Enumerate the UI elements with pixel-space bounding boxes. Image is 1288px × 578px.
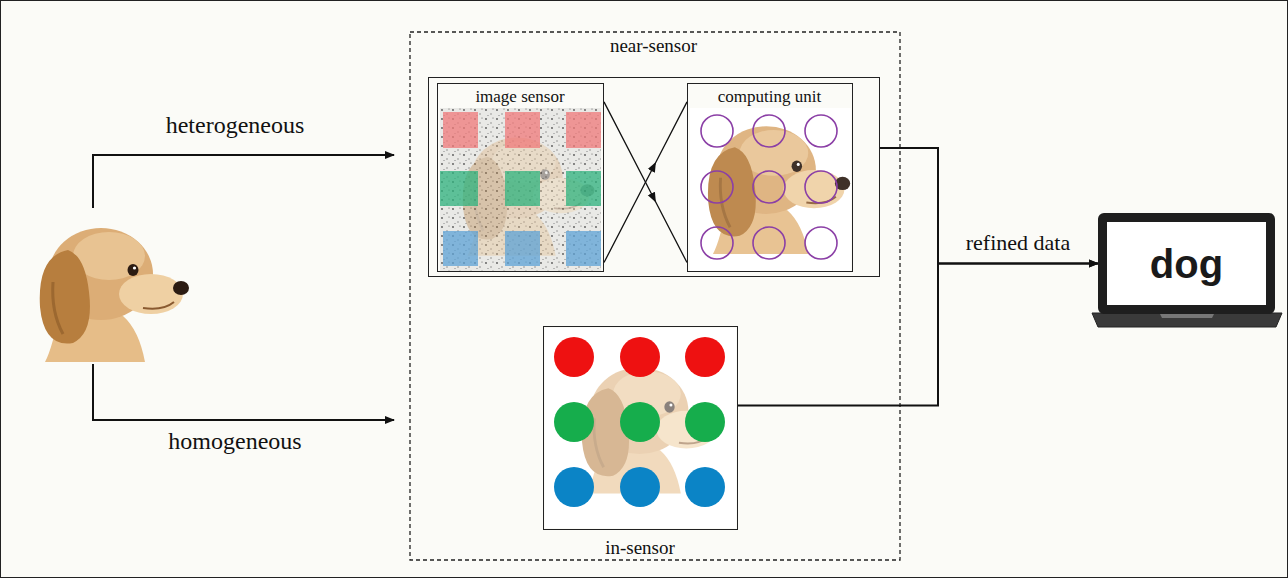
arrow-label: homogeneous — [168, 428, 301, 456]
dashed-region — [410, 32, 900, 560]
in-sensor-image — [545, 328, 736, 528]
sensor-image — [440, 108, 601, 271]
box-heading: in-sensor — [605, 537, 675, 559]
arrow-label: heterogeneous — [166, 112, 305, 140]
connector-arrow — [738, 264, 1098, 406]
edge-label: refined data — [966, 230, 1070, 255]
connector-arrow — [880, 148, 1098, 264]
image-sensor-box: image sensor — [437, 83, 604, 272]
in-sensor-box: in-sensor — [543, 326, 738, 530]
connector-arrow — [604, 102, 687, 263]
box-heading: image sensor — [475, 87, 564, 107]
box-heading: computing unit — [718, 87, 821, 107]
split-arrow — [93, 364, 394, 420]
box-heading: near-sensor — [610, 35, 697, 57]
near-sensor-box: image sensorcomputing unitnear-sensor — [428, 77, 880, 277]
laptop-screen: dog — [1098, 213, 1275, 314]
screen-text: dog — [1150, 241, 1223, 287]
laptop-base — [1092, 313, 1282, 327]
laptop-notch — [1160, 314, 1214, 318]
split-arrow — [93, 155, 394, 208]
connector-arrow — [604, 102, 687, 263]
computing-image — [690, 108, 851, 271]
dog-photo — [40, 228, 189, 362]
computing-unit-box: computing unit — [687, 83, 853, 272]
